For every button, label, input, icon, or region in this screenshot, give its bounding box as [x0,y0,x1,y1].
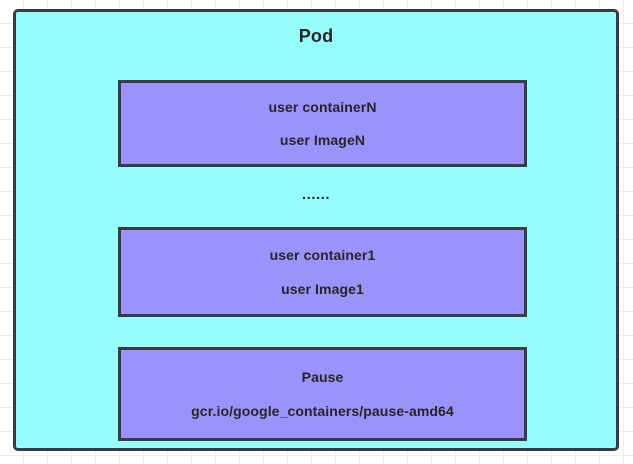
pause-container-box: Pause gcr.io/google_containers/pause-amd… [118,347,527,441]
user-container1-image: user Image1 [281,280,364,297]
pause-container-title: Pause [301,368,344,385]
pause-container-image: gcr.io/google_containers/pause-amd64 [191,403,454,420]
containers-ellipsis-separator: ...... [301,186,330,203]
user-container1-box: user container1 user Image1 [118,227,527,317]
pod-title: Pod [298,26,334,46]
user-container1-title: user container1 [269,247,376,264]
pod-container-box: Pod user containerN user ImageN ...... u… [13,9,619,451]
user-containerN-box: user containerN user ImageN [118,80,527,167]
user-containerN-image: user ImageN [279,131,366,148]
user-containerN-title: user containerN [268,99,377,116]
